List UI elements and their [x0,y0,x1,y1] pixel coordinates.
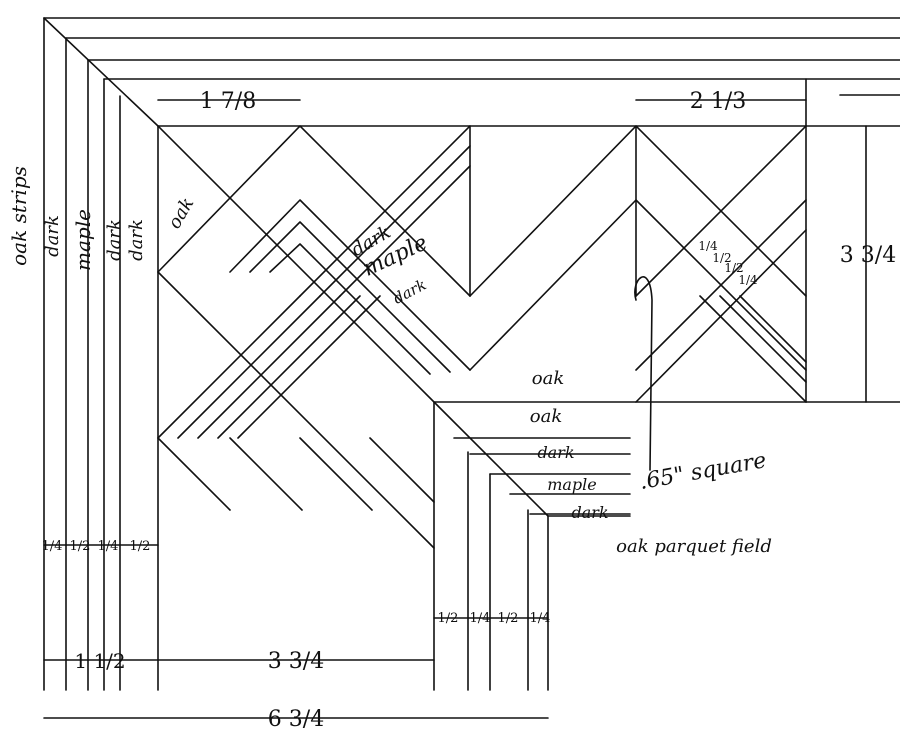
dim-bottom-strip-half-2: 1/2 [498,611,519,626]
label-oak-border: oak [530,406,562,427]
dim-bottom-total: 6 3/4 [268,707,324,732]
weave-band [157,125,900,691]
label-dark-left-2: dark [104,219,125,261]
dimension-lines [43,99,867,719]
dim-top-right: 2 1/3 [690,89,746,114]
dim-bottom-strip-half: 1/2 [438,611,459,626]
label-dark-left: dark [42,215,63,257]
dim-right-height: 3 3/4 [840,243,896,268]
dim-top-left: 1 7/8 [200,89,256,114]
label-oak-strips: oak strips [7,166,31,266]
dim-left-strip-quarter-2: 1/4 [98,539,119,554]
label-dark-weave-2: dark [390,275,429,307]
dim-small-quarter-b: 1/4 [738,273,758,287]
dim-small-half-a: 1/2 [712,251,731,265]
label-field-note: oak parquet field [616,536,772,557]
dim-bottom-middle: 3 3/4 [268,649,324,674]
label-dark-left-3: dark [126,219,147,261]
dim-left-strip-quarter: 1/4 [42,539,63,554]
dim-bottom-strip-quarter-2: 1/4 [530,611,551,626]
dim-small-quarter-a: 1/4 [698,239,718,253]
label-dark-border: dark [537,443,574,462]
label-maple-left: maple [71,209,95,271]
dim-left-strip-half-2: 1/2 [130,539,151,554]
label-square-note: .65" square [638,448,769,495]
dim-left-strip-half: 1/2 [70,539,91,554]
label-maple-border: maple [547,475,597,494]
weave-pattern [157,125,807,691]
dim-bottom-left: 1 1/2 [74,649,125,673]
border-strips [43,17,900,691]
dim-bottom-strip-quarter: 1/4 [470,611,491,626]
label-oak-weave-center: oak [532,368,564,389]
label-oak-weave-left: oak [164,194,198,233]
dim-small-half-b: 1/2 [724,261,743,275]
label-dark-border-2: dark [571,503,608,522]
